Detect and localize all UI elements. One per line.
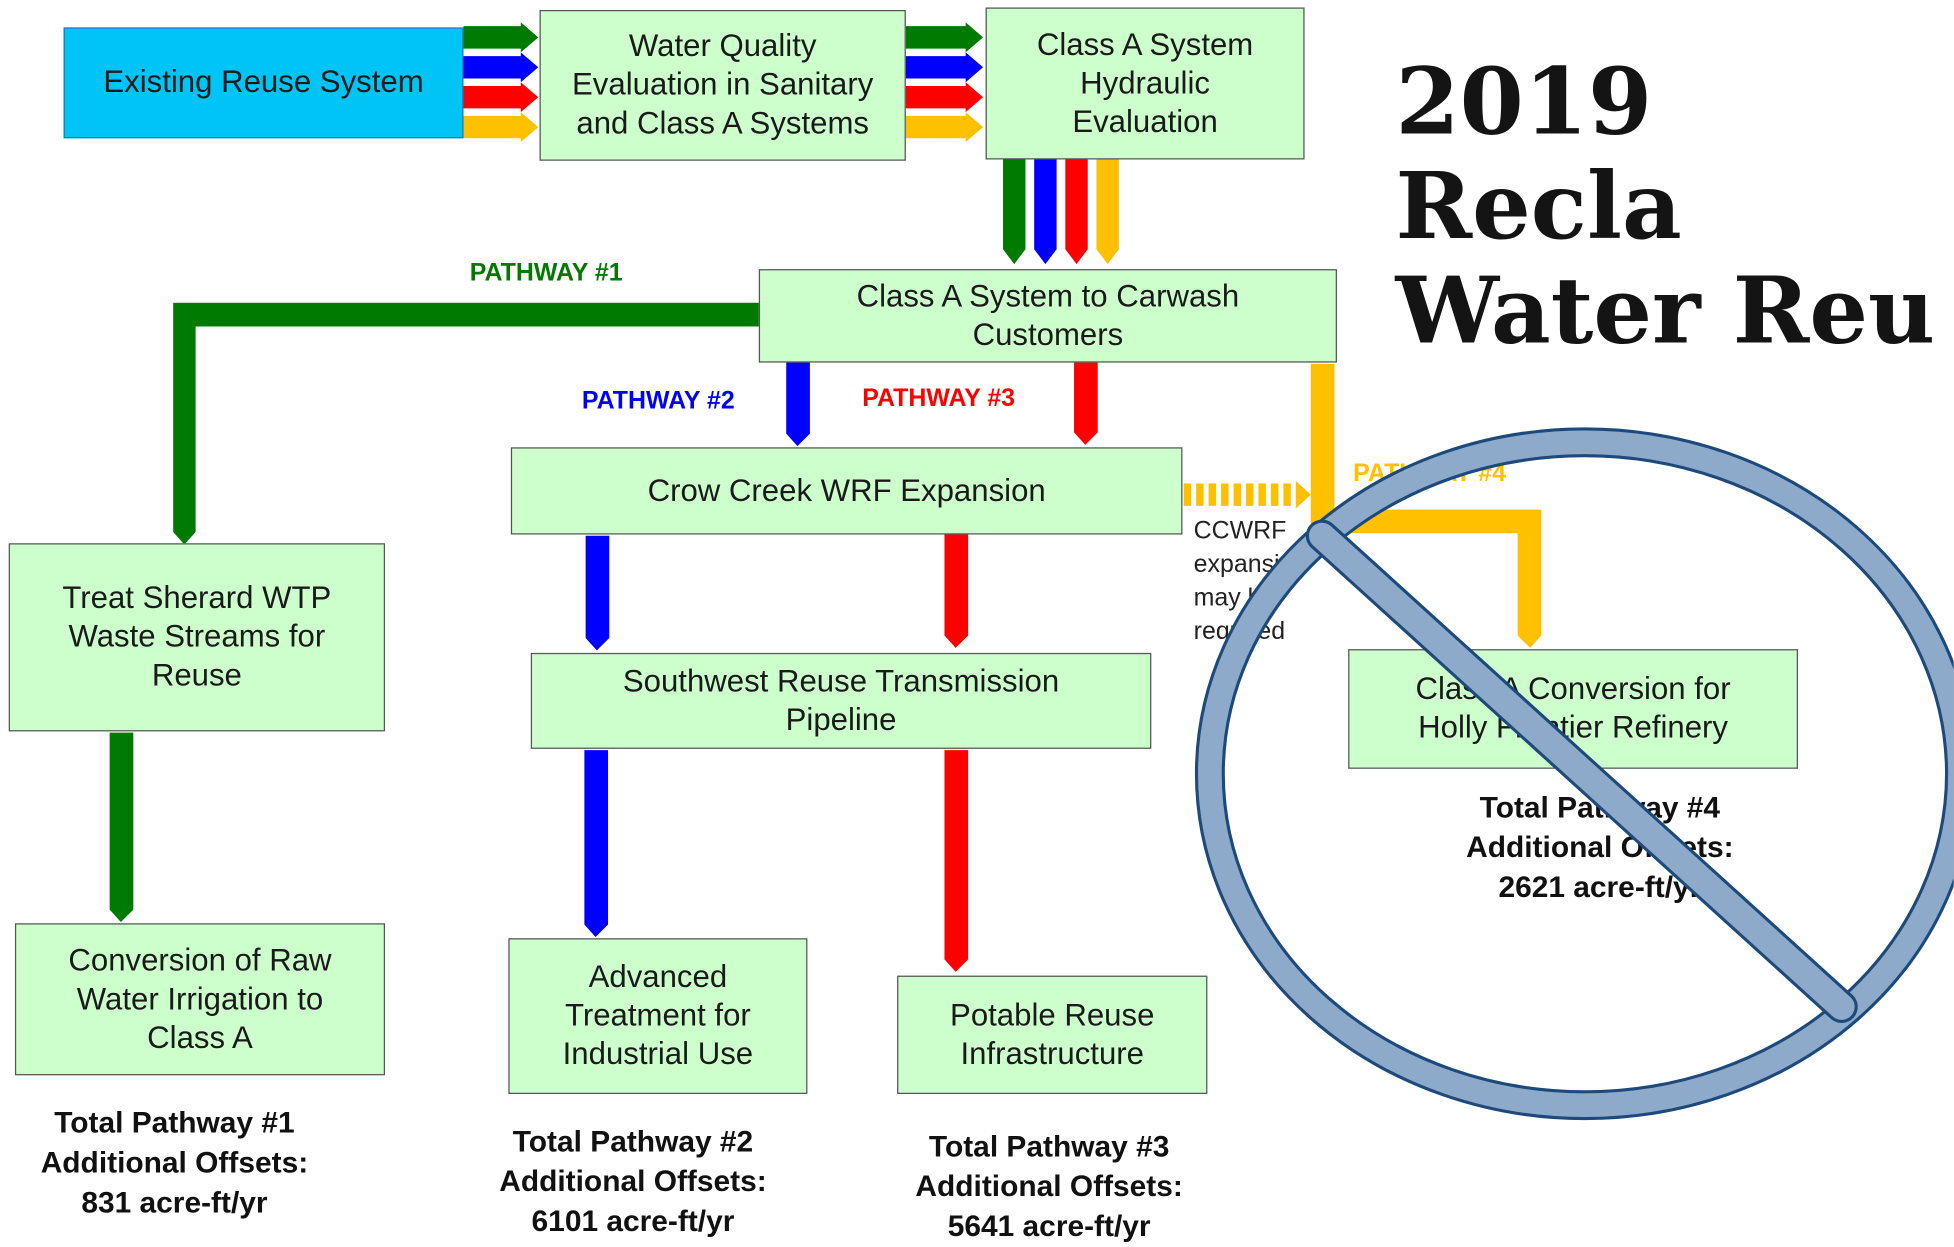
hydraulic-evaluation-box: Class A System Hydraulic Evaluation	[985, 7, 1305, 160]
pathway1-connector	[109, 302, 761, 923]
pathway1-total: Total Pathway #1 Additional Offsets: 831…	[40, 1106, 309, 1220]
pathway3-label: PATHWAY #3	[862, 385, 1016, 413]
pathway4-connector	[1310, 363, 1542, 648]
pathway1-label: PATHWAY #1	[469, 259, 623, 287]
industrial-box: Advanced Treatment for Industrial Use	[508, 938, 808, 1094]
existing-reuse-system-box: Existing Reuse System	[63, 27, 464, 139]
pathway3-connector	[944, 361, 1098, 972]
ccwrf-dotted-arrow	[1183, 480, 1311, 509]
potable-box: Potable Reuse Infrastructure	[897, 975, 1208, 1094]
page-title: 2019 Recla Water Reu	[1395, 48, 1936, 366]
carwash-box: Class A System to Carwash Customers	[758, 269, 1337, 363]
water-quality-box: Water Quality Evaluation in Sanitary and…	[539, 9, 906, 161]
southwest-pipeline-box: Southwest Reuse Transmission Pipeline	[530, 652, 1152, 749]
arrows-existing-to-quality	[463, 22, 539, 143]
raw-water-box: Conversion of Raw Water Irrigation to Cl…	[14, 923, 386, 1076]
pathway2-connector	[584, 356, 810, 937]
pathway2-total: Total Pathway #2 Additional Offsets: 610…	[499, 1125, 767, 1239]
crow-creek-box: Crow Creek WRF Expansion	[510, 447, 1183, 535]
holly-frontier-box: Class A Conversion for Holly Frontier Re…	[1348, 649, 1798, 769]
arrows-hydraulic-to-carwash	[1003, 159, 1119, 265]
pathway2-label: PATHWAY #2	[581, 387, 735, 415]
sherard-box: Treat Sherard WTP Waste Streams for Reus…	[8, 543, 386, 732]
pathway3-total: Total Pathway #3 Additional Offsets: 564…	[915, 1130, 1183, 1244]
arrows-quality-to-hydraulic	[905, 22, 984, 143]
